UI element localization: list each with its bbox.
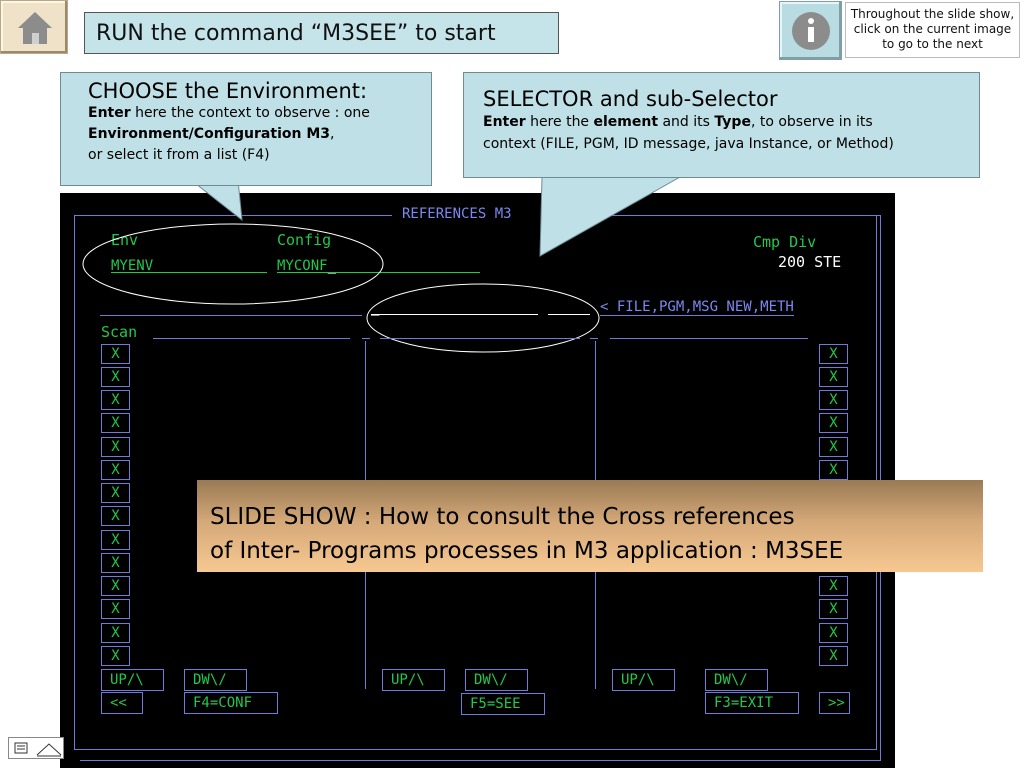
f4-conf-button[interactable]: F4=CONF (184, 692, 278, 714)
callout-sel-text-a: here the (525, 114, 594, 130)
scan-mark-1 (362, 338, 370, 339)
callout-env-title: CHOOSE the Environment: (88, 79, 368, 103)
callout-sel-text-c: , to observe in its (750, 114, 873, 130)
banner-line-2: of Inter- Programs processes in M3 appli… (210, 538, 844, 564)
callout-sel-type: Type (714, 114, 751, 130)
frame-bottom-outer (80, 760, 881, 761)
frame-top-right (608, 215, 880, 216)
scan-line-2 (380, 338, 580, 339)
callout-environment: CHOOSE the Environment: Enter here the c… (60, 72, 432, 186)
row-select-left[interactable]: X (101, 367, 130, 387)
row-select-left[interactable]: X (101, 553, 130, 573)
row-select-left[interactable]: X (101, 623, 130, 643)
f5-see-button[interactable]: F5=SEE (461, 693, 545, 715)
info-line-3: to go to the next (882, 37, 983, 51)
row-select-right[interactable]: X (819, 460, 848, 480)
row-select-right[interactable]: X (819, 413, 848, 433)
env-field[interactable]: MYENV (111, 255, 267, 274)
banner-line-1: SLIDE SHOW : How to consult the Cross re… (210, 504, 795, 530)
page-down-button-left[interactable]: DW\/ (184, 669, 247, 691)
info-button[interactable] (779, 1, 842, 60)
f3-exit-button[interactable]: F3=EXIT (705, 692, 799, 714)
selector-highlight-ellipse (366, 283, 600, 353)
callout-sel-line-1: Enter here the element and its Type, to … (483, 111, 979, 134)
row-select-left[interactable]: X (101, 460, 130, 480)
callout-env-line-2: Environment/Configuration M3, (88, 124, 431, 145)
callout-sel-title: SELECTOR and sub-Selector (483, 87, 778, 111)
sub-selector-input[interactable] (548, 297, 590, 315)
page-down-button-right[interactable]: DW\/ (705, 669, 768, 691)
row-select-right[interactable]: X (819, 576, 848, 596)
row-select-left[interactable]: X (101, 413, 130, 433)
callout-env-pointer (190, 180, 243, 222)
info-note: Throughout the slide show, click on the … (845, 2, 1020, 58)
callout-selector: SELECTOR and sub-Selector Enter here the… (463, 72, 980, 178)
row-select-right[interactable]: X (819, 437, 848, 457)
row-select-left[interactable]: X (101, 506, 130, 526)
page-up-button-right[interactable]: UP/\ (612, 669, 675, 691)
callout-env-config: Environment/Configuration M3 (88, 126, 330, 142)
callout-env-line-1: Enter here the context to observe : one (88, 103, 431, 124)
callout-env-line-2-text: , (330, 126, 335, 142)
previous-button[interactable]: << (101, 692, 143, 714)
slide-nav-control[interactable] (8, 737, 64, 759)
scan-line-3 (610, 338, 808, 339)
info-line-2: click on the current image (853, 22, 1012, 36)
row-select-left[interactable]: X (101, 530, 130, 550)
frame-top-left (74, 215, 392, 216)
row-select-right[interactable]: X (819, 646, 848, 666)
slide-nav-icon (14, 742, 62, 757)
scan-mark-2 (590, 338, 598, 339)
config-label: Config (277, 231, 332, 249)
row-select-right[interactable]: X (819, 599, 848, 619)
home-icon (18, 12, 52, 44)
env-value: MYENV (111, 258, 154, 274)
callout-env-line-1-text: here the context to observe : one (130, 105, 370, 121)
callout-sel-enter: Enter (483, 114, 526, 130)
scan-line-1 (153, 338, 350, 339)
row-select-left[interactable]: X (101, 599, 130, 619)
env-label: Env (111, 231, 139, 249)
row-select-left[interactable]: X (101, 483, 130, 503)
selector-input[interactable]: _ (371, 297, 538, 316)
cmp-div-label: Cmp Div (753, 233, 817, 251)
screen-title: REFERENCES M3 (402, 206, 512, 222)
run-command-text: RUN the command “M3SEE” to start (96, 21, 496, 46)
selector-row-line (100, 315, 362, 316)
run-command-box: RUN the command “M3SEE” to start (84, 12, 559, 54)
callout-selector-pointer (539, 176, 682, 257)
config-value: MYCONF (277, 258, 328, 274)
info-icon (792, 12, 830, 50)
row-select-left[interactable]: X (101, 390, 130, 410)
cmp-div-value: 200 STE (778, 253, 842, 271)
scan-label: Scan (101, 323, 138, 341)
frame-bottom (74, 749, 877, 750)
row-select-left[interactable]: X (101, 437, 130, 457)
page-down-button-middle[interactable]: DW\/ (465, 669, 528, 691)
info-line-1: Throughout the slide show, (850, 7, 1015, 21)
config-field[interactable]: MYCONF_ (277, 255, 480, 274)
page-up-button-middle[interactable]: UP/\ (382, 669, 445, 691)
type-hint: < FILE,PGM,MSG NEW,METH (600, 299, 794, 316)
row-select-right[interactable]: X (819, 390, 848, 410)
callout-env-line-3: or select it from a list (F4) (88, 147, 270, 163)
home-button[interactable] (0, 0, 68, 54)
slide-show-banner[interactable]: SLIDE SHOW : How to consult the Cross re… (197, 480, 983, 572)
callout-sel-element: element (593, 114, 659, 130)
cursor: _ (327, 258, 337, 274)
callout-sel-line-2: context (FILE, PGM, ID message, java Ins… (483, 136, 894, 152)
next-button[interactable]: >> (819, 692, 850, 714)
row-select-right[interactable]: X (819, 623, 848, 643)
selector-cursor: _ (371, 300, 380, 316)
row-select-left[interactable]: X (101, 344, 130, 364)
callout-sel-text-b: and its (658, 114, 715, 130)
row-select-right[interactable]: X (819, 344, 848, 364)
row-select-left[interactable]: X (101, 646, 130, 666)
frame-left (74, 215, 75, 750)
row-select-left[interactable]: X (101, 576, 130, 596)
page-up-button-left[interactable]: UP/\ (101, 669, 164, 691)
row-select-right[interactable]: X (819, 367, 848, 387)
env-highlight-ellipse (82, 223, 384, 305)
callout-env-enter: Enter (88, 105, 131, 121)
